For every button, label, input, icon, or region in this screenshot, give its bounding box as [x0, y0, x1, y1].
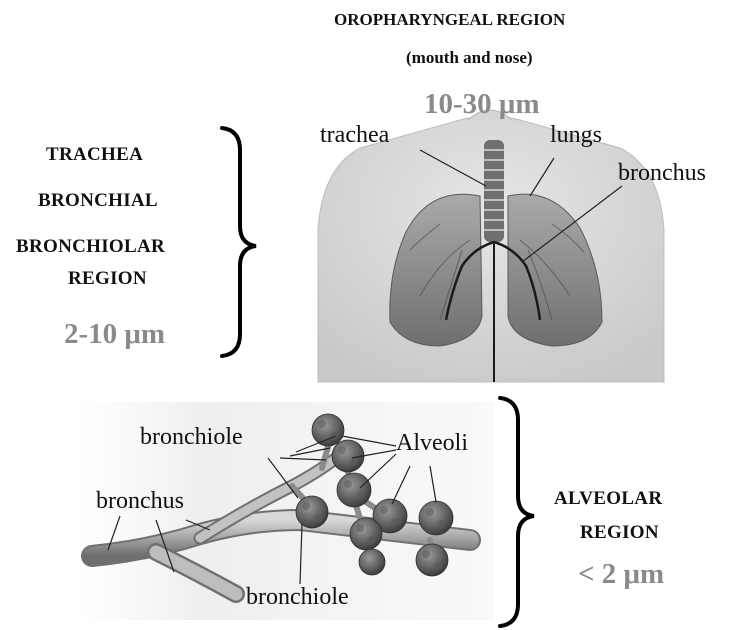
right-region-size: < 2 μm [578, 558, 664, 591]
left-region-line-4: REGION [68, 268, 147, 290]
lungs-label: lungs [550, 122, 602, 149]
oropharyngeal-region-title: OROPHARYNGEAL REGION [334, 10, 565, 30]
left-region-line-1: TRACHEA [46, 144, 143, 166]
left-region-line-2: BRONCHIAL [38, 190, 158, 212]
right-region-line-2: REGION [580, 522, 659, 544]
bronchiole-bottom-label: bronchiole [246, 584, 349, 611]
bronchiole-top-label: bronchiole [140, 424, 243, 451]
left-region-line-3: BRONCHIOLAR [16, 236, 165, 258]
torso-bronchus-label: bronchus [618, 160, 706, 187]
right-brace [500, 398, 534, 626]
right-region-line-1: ALVEOLAR [554, 488, 662, 510]
airway-bronchus-label: bronchus [96, 488, 184, 515]
oropharyngeal-region-subtitle: (mouth and nose) [406, 48, 533, 68]
trachea-label: trachea [320, 122, 389, 149]
left-region-size: 2-10 μm [64, 318, 165, 351]
left-brace [222, 128, 256, 356]
alveoli-label: Alveoli [396, 430, 468, 457]
oropharyngeal-size: 10-30 μm [424, 88, 540, 121]
